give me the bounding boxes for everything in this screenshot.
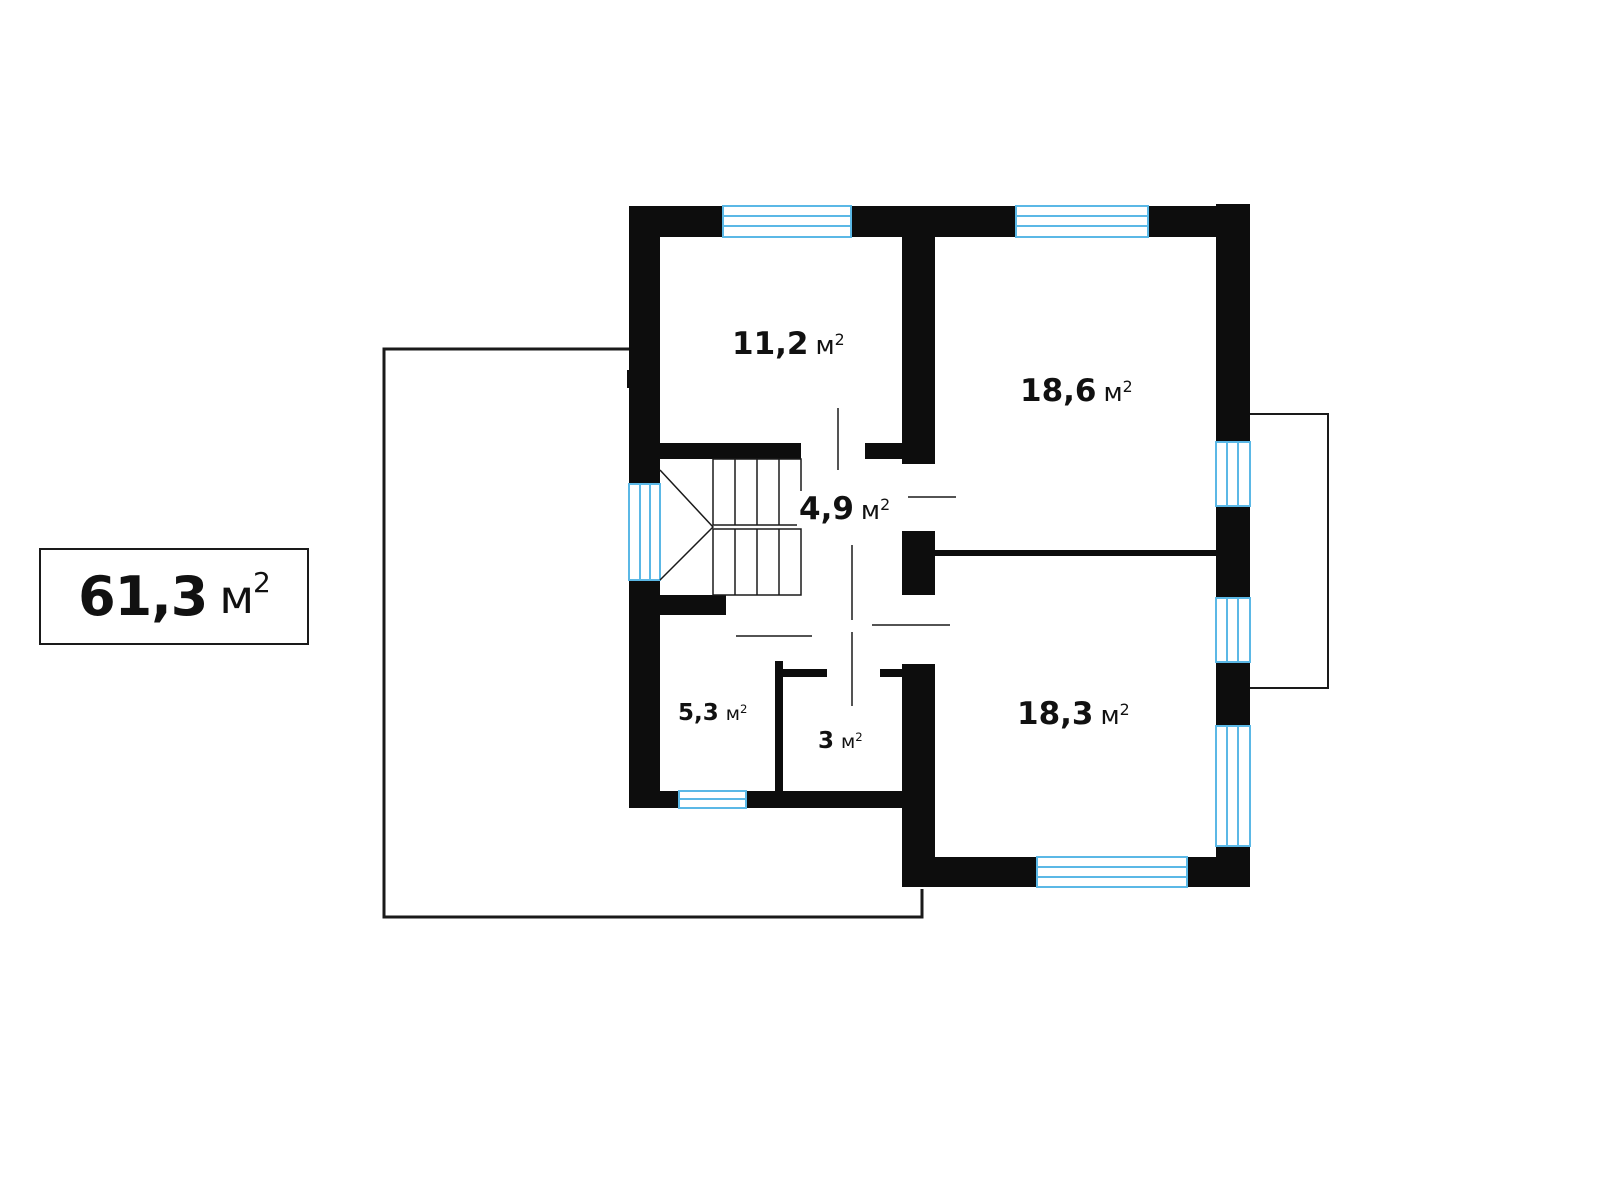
- wall-stair-bottom: [660, 595, 726, 615]
- window-right-1: [1215, 441, 1251, 507]
- total-area-value: 61,3: [78, 565, 208, 628]
- wall-stub-hall: [865, 443, 902, 459]
- wall-interior-v1: [902, 237, 935, 464]
- wall-stair-top: [660, 443, 801, 459]
- windows: [628, 205, 1251, 888]
- wall-bath-top: [775, 669, 827, 677]
- window-bottom-left: [678, 790, 747, 809]
- wall-stub-mid: [902, 531, 935, 595]
- walls: [627, 204, 1250, 887]
- wall-bath-divider: [775, 661, 783, 791]
- door-marks: [736, 408, 956, 706]
- window-top-left: [722, 205, 852, 238]
- wall-step: [902, 664, 935, 887]
- total-area-box: 61,3 м2: [39, 548, 309, 645]
- wall-left-stub: [627, 370, 633, 388]
- staircase: [659, 458, 802, 596]
- total-area-unit: м2: [219, 566, 271, 624]
- window-right-3: [1215, 725, 1251, 847]
- window-right-2: [1215, 597, 1251, 663]
- terrace-outline: [382, 347, 924, 919]
- wall-room-divider: [935, 550, 1216, 556]
- window-bottom-right: [1036, 856, 1188, 888]
- balcony-outline: [1250, 413, 1329, 689]
- window-left: [628, 483, 661, 581]
- window-top-right: [1015, 205, 1149, 238]
- wall-closet-top: [880, 669, 902, 677]
- wall-bottom-left: [629, 791, 935, 808]
